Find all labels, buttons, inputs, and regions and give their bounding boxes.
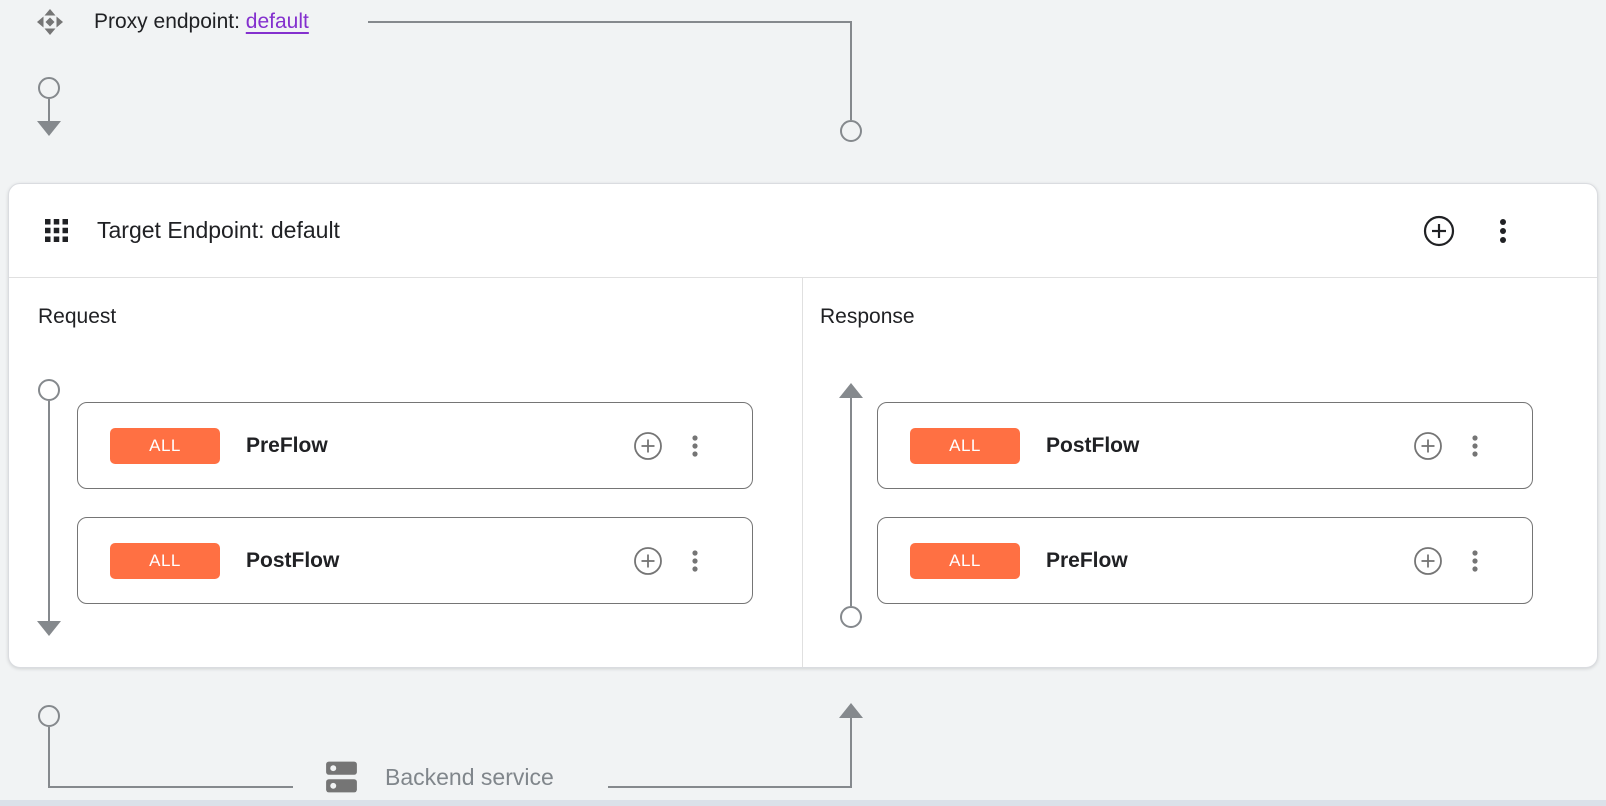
condition-badge: ALL: [910, 542, 1020, 579]
plus-circle-icon: [1414, 431, 1442, 460]
flow-name: PreFlow: [1046, 548, 1128, 572]
condition-badge: ALL: [910, 427, 1020, 464]
response-preflow-box[interactable]: ALL PreFlow: [877, 517, 1533, 604]
proxy-endpoint-label: Proxy endpoint:: [94, 10, 240, 33]
add-step-button[interactable]: [633, 546, 663, 576]
condition-badge: ALL: [110, 542, 220, 579]
flow-name: PostFlow: [1046, 433, 1140, 457]
plus-circle-icon: [634, 546, 662, 575]
flow-name: PostFlow: [246, 548, 340, 572]
target-to-backend-connector: [38, 705, 293, 788]
flow-menu-button[interactable]: [1472, 434, 1478, 457]
backend-to-response-connector: [608, 703, 863, 788]
backend-service-icon: [326, 761, 357, 793]
add-policy-button[interactable]: [1423, 215, 1455, 247]
flow-menu-button[interactable]: [692, 434, 698, 457]
target-endpoint-title: Target Endpoint: default: [97, 217, 340, 243]
proxy-endpoint-text: Proxy endpoint: default: [94, 10, 309, 34]
grid-drag-icon: [45, 219, 68, 242]
proxy-to-response-connector: [368, 21, 862, 142]
request-preflow-box[interactable]: ALL PreFlow: [77, 402, 753, 489]
flow-name: PreFlow: [246, 433, 328, 457]
request-response-divider: [802, 278, 803, 667]
plus-circle-icon: [1414, 546, 1442, 575]
flow-menu-button[interactable]: [692, 549, 698, 572]
add-step-button[interactable]: [1413, 431, 1443, 461]
flow-menu-button[interactable]: [1472, 549, 1478, 572]
flow-actions: [633, 431, 698, 461]
kebab-menu-icon: [1500, 218, 1506, 243]
flow-actions: [633, 546, 698, 576]
bottom-edge-strip: [0, 800, 1606, 806]
flow-actions: [1413, 431, 1478, 461]
proxy-endpoint-row: Proxy endpoint: default: [36, 8, 309, 36]
response-postflow-box[interactable]: ALL PostFlow: [877, 402, 1533, 489]
response-panel-label: Response: [820, 305, 915, 328]
plus-circle-icon: [1423, 215, 1455, 246]
target-endpoint-header: Target Endpoint: default: [9, 184, 1597, 278]
request-postflow-box[interactable]: ALL PostFlow: [77, 517, 753, 604]
proxy-request-start-connector: [37, 77, 61, 136]
add-step-button[interactable]: [633, 431, 663, 461]
flow-actions: [1413, 546, 1478, 576]
kebab-menu-icon: [692, 549, 698, 572]
kebab-menu-icon: [1472, 434, 1478, 457]
add-step-button[interactable]: [1413, 546, 1443, 576]
kebab-menu-icon: [1472, 549, 1478, 572]
condition-badge: ALL: [110, 427, 220, 464]
backend-service-label: Backend service: [385, 763, 554, 790]
proxy-endpoint-icon: [37, 9, 63, 35]
proxy-endpoint-link[interactable]: default: [245, 10, 309, 33]
target-endpoint-menu-button[interactable]: [1499, 218, 1507, 244]
plus-circle-icon: [634, 431, 662, 460]
kebab-menu-icon: [692, 434, 698, 457]
target-endpoint-actions: [1423, 215, 1507, 247]
backend-service-row: Backend service: [325, 757, 554, 797]
request-panel-label: Request: [38, 305, 117, 328]
